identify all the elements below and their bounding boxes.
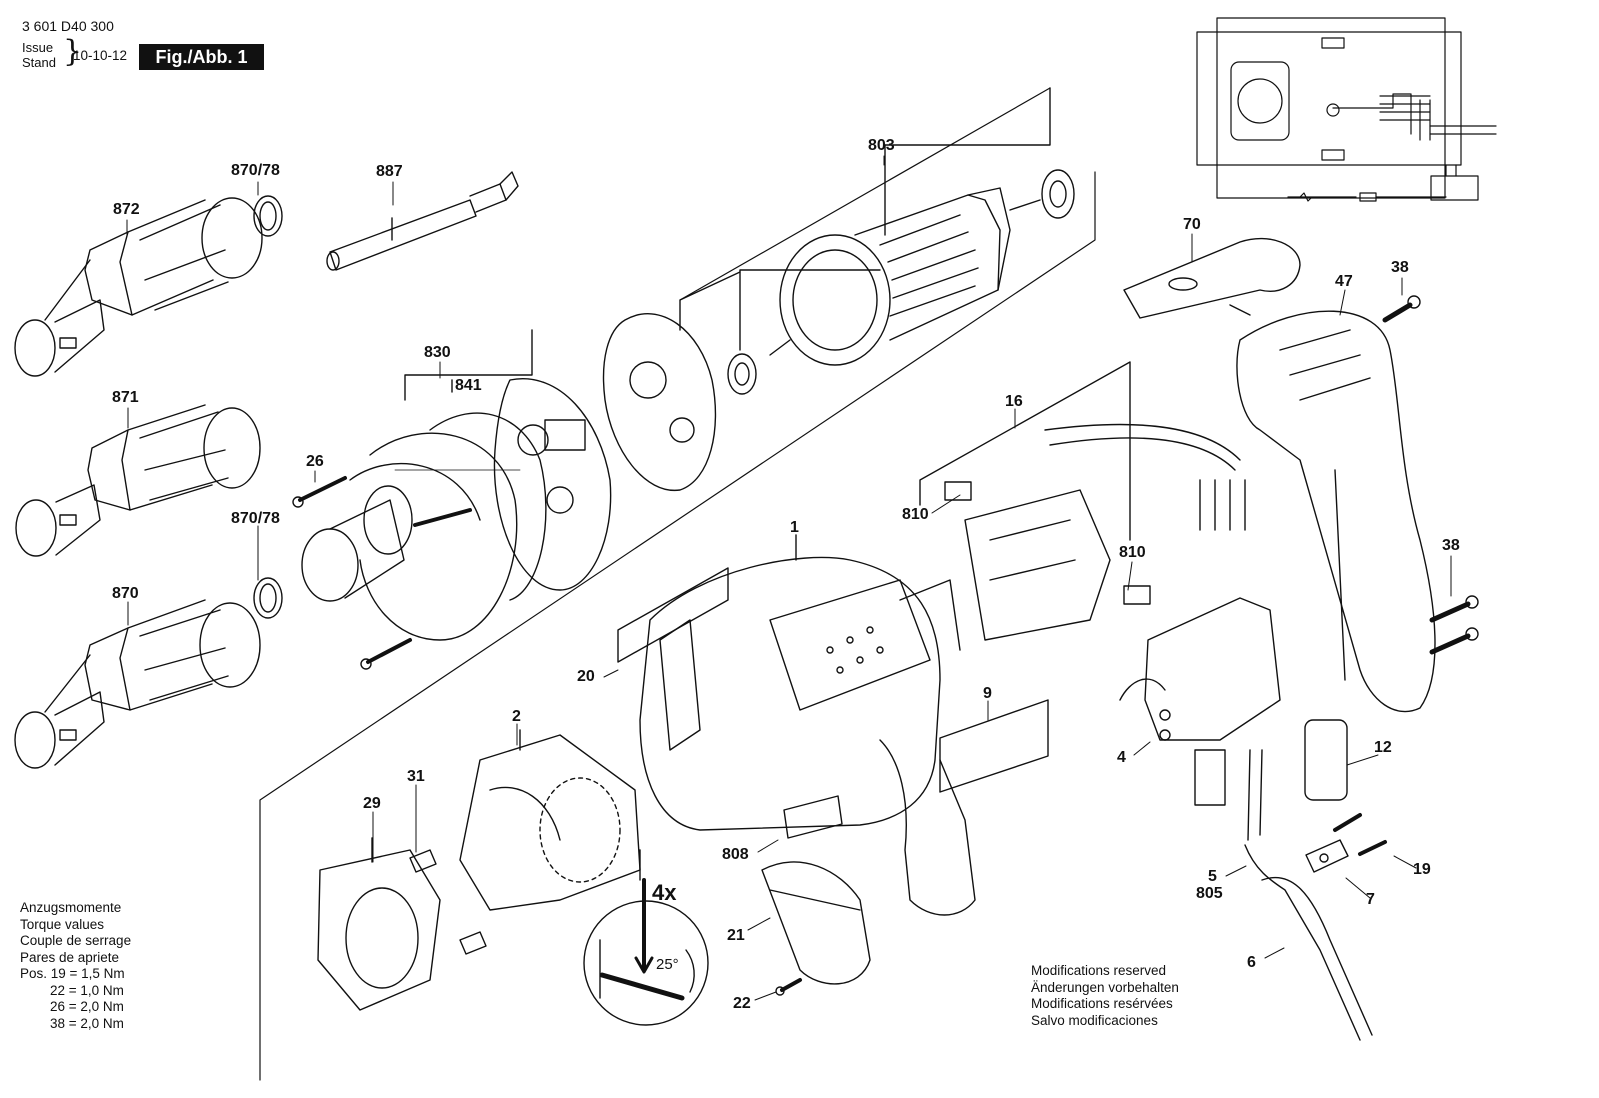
part-label-19: 19: [1413, 861, 1431, 878]
label-9: [939, 699, 1049, 793]
label-20: [617, 567, 729, 663]
cable-clamp-7: [1305, 813, 1387, 873]
lock-rings: [253, 195, 283, 619]
angle-annotation: 25°: [656, 956, 679, 973]
torque-value-26: 26 = 2,0 Nm: [50, 999, 124, 1014]
brace-glyph: }: [63, 34, 83, 69]
part-label-9: 9: [983, 685, 992, 702]
part-label-38-bottom: 38: [1442, 537, 1460, 554]
gear-housing-830: [301, 329, 533, 641]
nose-piece-871: [15, 404, 261, 557]
nose-piece-872: [14, 197, 263, 377]
part-label-810-bottom: 810: [1119, 544, 1146, 561]
field-coil-2: [459, 729, 641, 911]
screw-22: [775, 978, 802, 996]
part-label-6: 6: [1247, 954, 1256, 971]
modifications-notes: Modifications reserved Änderungen vorbeh…: [1031, 963, 1179, 1029]
motor-housing-1: [639, 534, 976, 916]
part-label-31: 31: [407, 768, 425, 785]
part-label-21: 21: [727, 927, 745, 944]
brush-holder-16: [919, 361, 1246, 641]
part-label-7: 7: [1366, 891, 1375, 908]
part-label-47: 47: [1335, 273, 1353, 290]
part-label-841: 841: [455, 377, 482, 394]
note-fr: Modifications resérvées: [1031, 996, 1173, 1011]
bearing-plate: [493, 378, 612, 591]
wiring-schematic: [1196, 17, 1497, 202]
torque-heading-fr: Couple de serrage: [20, 933, 132, 948]
note-de: Änderungen vorbehalten: [1031, 979, 1179, 995]
torque-heading-en: Torque values: [20, 916, 105, 932]
note-es: Salvo modificaciones: [1031, 1012, 1158, 1028]
gasket-841: [429, 412, 547, 601]
end-shield: [602, 271, 741, 491]
bit-holder-887: [326, 171, 519, 271]
issue-label: Issue: [22, 40, 54, 55]
part-label-26: 26: [306, 453, 324, 470]
part-label-805: 805: [1196, 885, 1223, 902]
part-label-830: 830: [424, 344, 451, 361]
part-label-808: 808: [722, 846, 749, 863]
part-label-1: 1: [790, 519, 799, 536]
retaining-ring-29: [317, 837, 441, 1011]
part-label-29: 29: [363, 795, 381, 812]
guard-21: [761, 861, 871, 985]
leader-lines: [126, 155, 1452, 1001]
figure-label: Fig./Abb. 1: [139, 44, 264, 70]
part-label-70: 70: [1183, 216, 1201, 233]
issue-date: 10-10-12: [73, 48, 128, 63]
part-label-38-top: 38: [1391, 259, 1409, 276]
quantity-annotation: 4x: [652, 880, 677, 905]
handle-cover-70: [1123, 237, 1301, 319]
detail-inset: [583, 849, 709, 1026]
assembly-frame-lines: [259, 87, 1096, 1081]
carbon-brushes-810: [944, 481, 1151, 605]
part-label-872: 872: [113, 201, 140, 218]
capacitor-12: [1304, 719, 1348, 801]
armature-803: [739, 87, 1051, 366]
torque-values-block: Anzugsmomente Torque values Couple de se…: [20, 900, 131, 1032]
torque-heading-de: Anzugsmomente: [20, 900, 122, 915]
part-label-22: 22: [733, 995, 751, 1012]
part-number: 3 601 D40 300: [22, 18, 114, 34]
switch-4: [1119, 597, 1281, 806]
part-label-871: 871: [112, 389, 139, 406]
part-label-803: 803: [868, 137, 895, 154]
stand-label: Stand: [22, 55, 56, 70]
part-label-16: 16: [1005, 393, 1023, 410]
housing-half-47: [1236, 310, 1436, 713]
cable-6: [1244, 749, 1373, 1041]
issue-stand-labels: Issue Stand: [22, 40, 56, 70]
label-808: [783, 795, 843, 839]
torque-value-19: Pos. 19 = 1,5 Nm: [20, 966, 125, 981]
part-label-20: 20: [577, 668, 595, 685]
part-label-870-78-top: 870/78: [231, 162, 280, 179]
ball-bearings: [727, 169, 1075, 395]
part-label-870: 870: [112, 585, 139, 602]
part-label-870-78-bottom: 870/78: [231, 510, 280, 527]
screws-38: [1382, 295, 1479, 655]
part-label-5: 5: [1208, 868, 1217, 885]
torque-value-38: 38 = 2,0 Nm: [50, 1015, 124, 1031]
part-label-12: 12: [1374, 739, 1392, 756]
part-label-4: 4: [1117, 749, 1126, 766]
torque-heading-es: Pares de apriete: [20, 949, 120, 965]
note-en: Modifications reserved: [1031, 963, 1167, 978]
nose-piece-870: [14, 599, 261, 769]
torque-value-22: 22 = 1,0 Nm: [50, 982, 124, 998]
pins-31: [409, 849, 487, 955]
part-label-810-top: 810: [902, 506, 929, 523]
screws-26: [292, 476, 472, 670]
part-label-887: 887: [376, 163, 403, 180]
part-label-2: 2: [512, 708, 521, 725]
